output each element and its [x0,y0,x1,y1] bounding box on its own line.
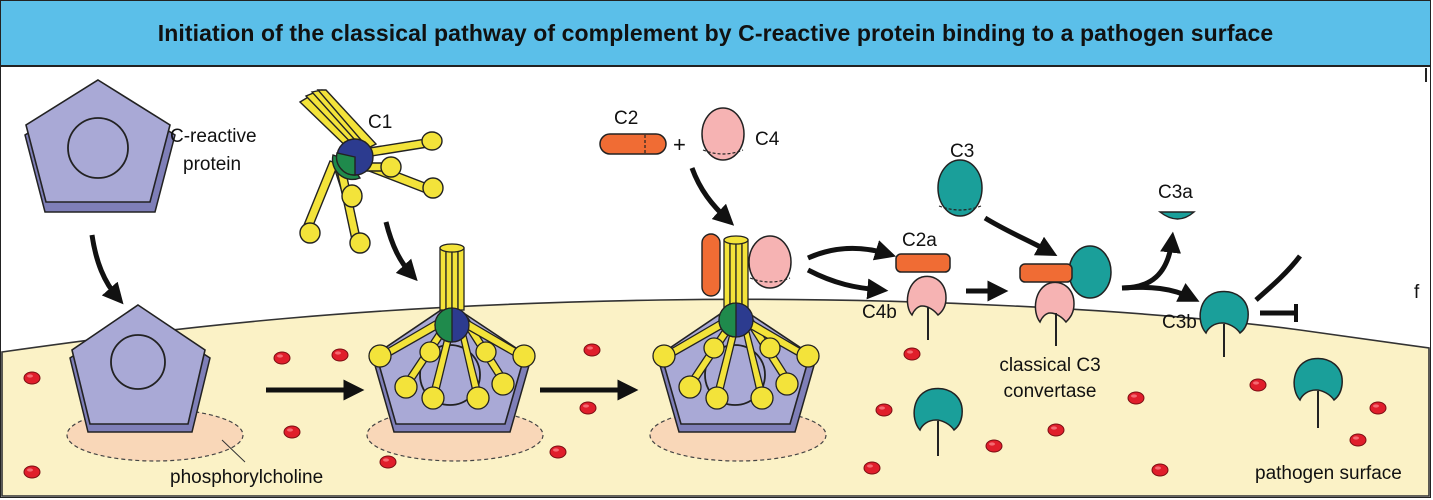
c3a-fragment [1157,211,1196,220]
arrow-to-c2a [806,240,897,261]
c3b-label: C3b [1162,312,1197,333]
arrow-to-c4b [806,267,889,300]
crp-pentamer-bound [69,304,211,433]
arrow-continue-up [1254,254,1302,302]
crp-c1-c2-c4-complex [652,233,820,433]
c2a-fragment [895,253,951,273]
phosphorylcholine-pointer [221,439,246,463]
arrow-c2c4-to-c1 [689,167,735,226]
c3-molecule [937,159,983,217]
arrow-to-c3b [1121,282,1200,302]
c2-label: C2 [614,108,638,129]
c4b-label: C4b [862,302,897,323]
c1-label: C1 [368,112,392,133]
red-dot [1249,378,1267,392]
red-dot [379,455,397,469]
red-dot [1151,463,1169,477]
crp-pentamer-free [24,79,176,213]
red-dot [903,347,921,361]
arrow-c1-to-crp [383,221,418,282]
red-dot [1127,391,1145,405]
red-dot [1047,423,1065,437]
c3-label: C3 [950,141,974,162]
c4-label: C4 [755,129,780,150]
c3b-fragment [1199,290,1249,357]
c2-molecule [599,133,667,155]
c4b-fragment [906,275,947,340]
c3a-label: C3a [1158,182,1193,203]
phosphorylcholine-label: phosphorylcholine [170,467,323,488]
title-banner: Initiation of the classical pathway of c… [1,1,1430,67]
arrow-c3-to-convertase [983,215,1058,257]
crp-label-line2: protein [183,154,241,175]
red-dot [1349,433,1367,447]
crp-label-line1: C-reactive [170,126,257,147]
red-dot [273,351,291,365]
c3-convertase [1019,245,1112,346]
red-dot [331,348,349,362]
c1-complex-free [298,89,444,254]
edge-fragment-label: f [1414,282,1420,303]
red-dot [579,401,597,415]
arrow-crp-to-surface [89,234,124,305]
c2a-label: C2a [902,230,937,251]
convertase-label-line2: convertase [1004,381,1097,402]
arrow-to-c3a [1121,231,1181,291]
red-dot [1369,401,1387,415]
red-dot [23,465,41,479]
red-dot [23,371,41,385]
red-dot [283,425,301,439]
plus-sign: + [673,132,686,157]
red-dot [583,343,601,357]
c3b-deposited [913,387,963,456]
c3b-deposited [1293,357,1343,428]
convertase-label-line1: classical C3 [999,355,1100,376]
pathogen-surface-label: pathogen surface [1255,463,1402,484]
c4-molecule [701,107,745,161]
figure-title: Initiation of the classical pathway of c… [157,19,1274,46]
red-dot [875,403,893,417]
red-dot [549,445,567,459]
red-dot [985,439,1003,453]
red-dot [863,461,881,475]
crp-c1-complex [368,243,536,433]
